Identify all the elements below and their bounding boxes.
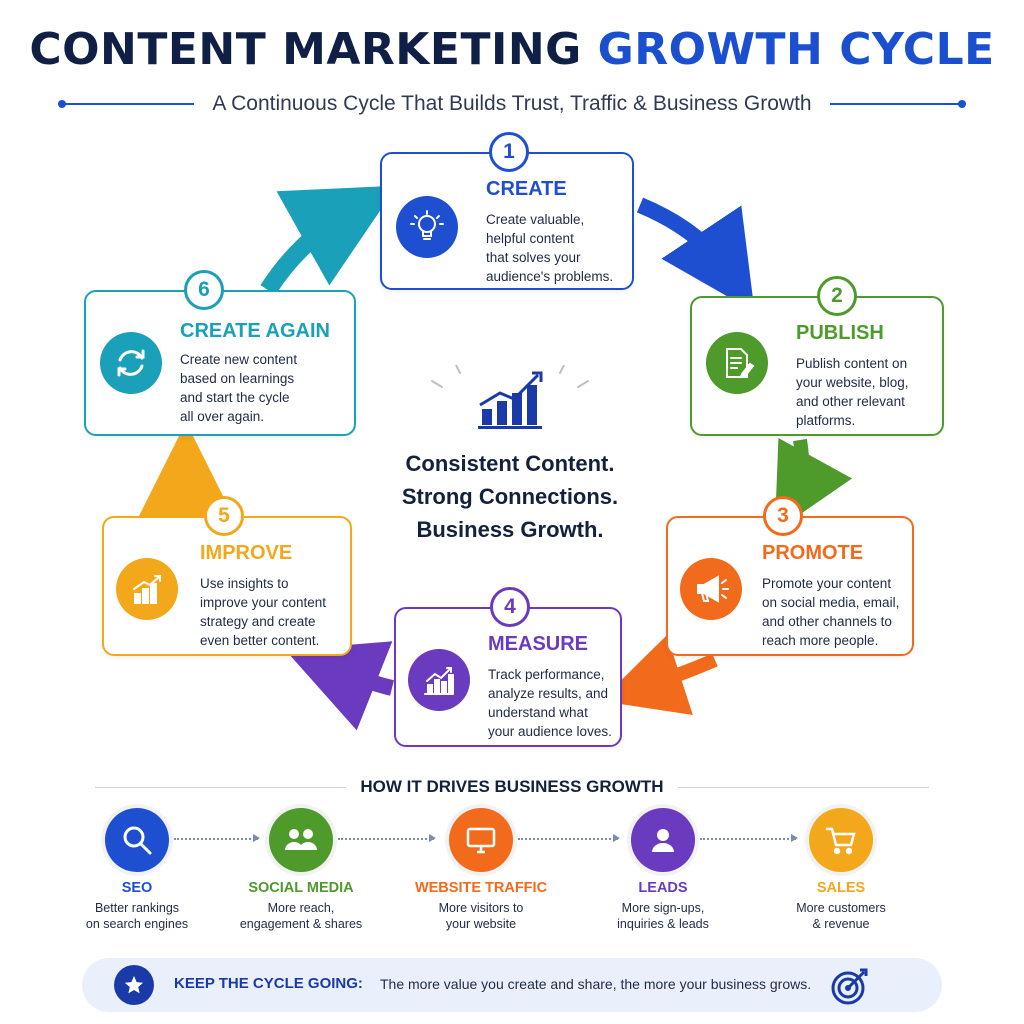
flow-arrow-social-to-traffic	[338, 834, 436, 842]
growth-item-title: SALES	[816, 880, 866, 896]
step-card-create-again: 6 CREATE AGAIN Create new content based …	[84, 270, 356, 436]
arrow-create-again-to-create	[260, 185, 398, 295]
page-title: CONTENT MARKETING GROWTH CYCLE	[29, 24, 995, 75]
step-card-promote: 3 PROMOTE Promote your content on social…	[666, 496, 914, 656]
step-description: Use insights to improve your content str…	[200, 576, 327, 648]
monitor-icon	[449, 808, 513, 872]
search-icon	[105, 808, 169, 872]
growth-item-social-media: SOCIAL MEDIA More reach, engagement & sh…	[226, 808, 376, 932]
growth-item-leads: LEADS More sign-ups, inquiries & leads	[588, 808, 738, 932]
step-number-badge: 3	[763, 496, 803, 536]
step-description: Promote your content on social media, em…	[762, 576, 900, 648]
growth-item-title: SOCIAL MEDIA	[248, 880, 354, 896]
step-card-measure: 4 MEASURE Track performance, analyze res…	[394, 587, 622, 747]
step-card-improve: 5 IMPROVE Use insights to improve your c…	[102, 496, 352, 656]
center-tagline: Consistent Content. Strong Connections. …	[401, 451, 619, 542]
step-title: CREATE	[486, 178, 567, 200]
step-description: Publish content on your website, blog, a…	[796, 356, 909, 428]
growth-item-title: SEO	[121, 880, 153, 896]
section-divider-left	[95, 786, 347, 788]
step-title: CREATE AGAIN	[180, 320, 330, 342]
lightbulb-icon	[396, 196, 458, 258]
growth-item-description: More customers & revenue	[796, 901, 886, 931]
footer-text: The more value you create and share, the…	[380, 976, 812, 992]
step-card-publish: 2 PUBLISH Publish content on your websit…	[690, 276, 944, 436]
subtitle: A Continuous Cycle That Builds Trust, Tr…	[212, 92, 812, 115]
subtitle-row: A Continuous Cycle That Builds Trust, Tr…	[57, 90, 967, 118]
cart-icon	[809, 808, 873, 872]
bar-chart-up-icon	[116, 558, 178, 620]
growth-item-description: More visitors to your website	[438, 901, 524, 931]
footer-label: KEEP THE CYCLE GOING:	[174, 975, 363, 992]
arrow-publish-to-promote	[774, 437, 853, 532]
step-card-create: 1 CREATE Create valuable, helpful conten…	[380, 132, 634, 290]
step-title: PUBLISH	[796, 322, 884, 344]
growth-item-sales: SALES More customers & revenue	[766, 808, 916, 932]
star-icon	[114, 965, 154, 1005]
megaphone-icon	[680, 558, 742, 620]
growth-item-description: More sign-ups, inquiries & leads	[617, 901, 709, 931]
target-icon	[831, 968, 868, 1005]
flow-arrow-leads-to-sales	[700, 834, 798, 842]
step-title: IMPROVE	[200, 542, 293, 564]
flow-arrow-seo-to-social	[174, 834, 260, 842]
people-icon	[269, 808, 333, 872]
subtitle-divider-right	[829, 100, 967, 108]
growth-item-title: LEADS	[638, 880, 688, 896]
subtitle-divider-left	[57, 100, 195, 108]
step-number-badge: 2	[817, 276, 857, 316]
flow-arrow-traffic-to-leads	[518, 834, 620, 842]
section-divider-right	[677, 786, 929, 788]
growth-item-seo: SEO Better rankings on search engines	[62, 808, 212, 932]
line-chart-icon	[408, 649, 470, 711]
growth-item-title: WEBSITE TRAFFIC	[414, 880, 548, 896]
step-number-badge: 5	[204, 496, 244, 536]
growth-section-title: HOW IT DRIVES BUSINESS GROWTH	[360, 777, 664, 796]
step-description: Create new content based on learnings an…	[180, 352, 298, 424]
step-number-badge: 4	[490, 587, 530, 627]
arrow-measure-to-improve	[285, 641, 394, 731]
growth-item-description: Better rankings on search engines	[85, 901, 189, 931]
step-title: PROMOTE	[762, 542, 864, 564]
refresh-icon	[100, 332, 162, 394]
user-icon	[631, 808, 695, 872]
step-title: MEASURE	[488, 633, 589, 655]
growth-item-description: More reach, engagement & shares	[239, 901, 363, 931]
growth-item-website-traffic: WEBSITE TRAFFIC More visitors to your we…	[406, 808, 556, 932]
step-description: Create valuable, helpful content that so…	[486, 212, 614, 284]
step-description: Track performance, analyze results, and …	[488, 667, 612, 739]
step-number-badge: 6	[184, 270, 224, 310]
step-number-badge: 1	[489, 132, 529, 172]
footer-banner: KEEP THE CYCLE GOING: The more value you…	[82, 958, 942, 1012]
growth-bar-chart-icon	[431, 365, 589, 429]
title-highlight: GROWTH CYCLE	[597, 24, 995, 75]
arrow-create-to-publish	[636, 197, 755, 312]
document-pencil-icon	[706, 332, 768, 394]
growth-section-header: HOW IT DRIVES BUSINESS GROWTH	[95, 775, 929, 799]
arrow-promote-to-measure	[600, 635, 718, 715]
